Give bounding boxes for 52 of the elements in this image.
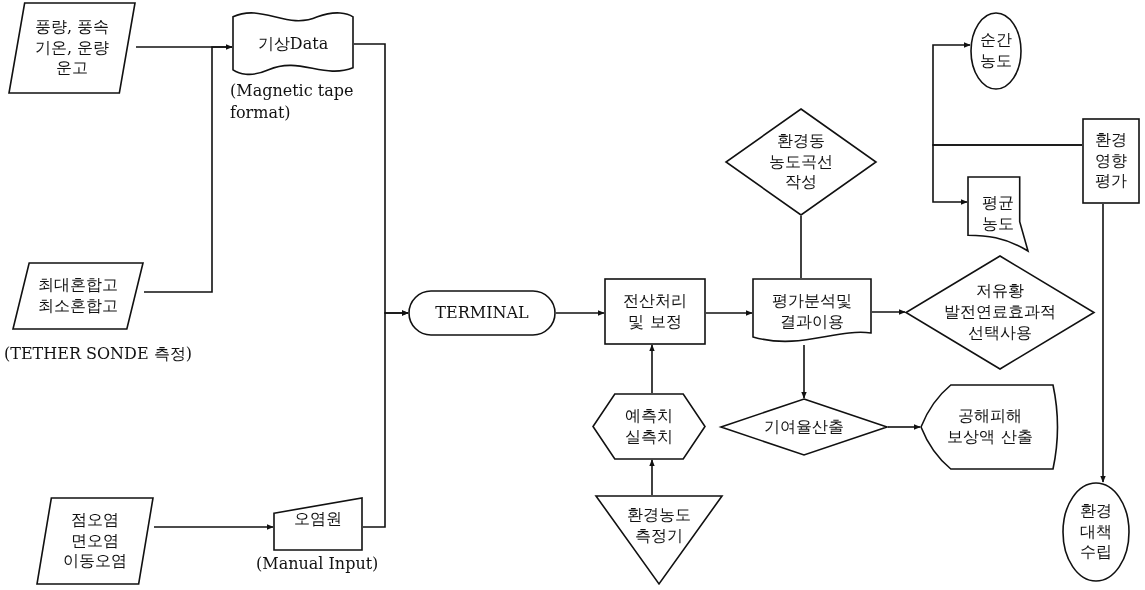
node-caption: (Magnetic tape format) [230, 80, 355, 124]
node-text: 점오염 면오염 이동오염 [62, 509, 128, 573]
arrow [153, 524, 274, 530]
connector-line [800, 215, 802, 279]
document-shape [967, 176, 1029, 252]
node-text: 저유황 발전연료효과적 선택사용 [943, 281, 1057, 344]
process-box [604, 278, 706, 345]
node-text: 평가분석및 결과이용 [771, 290, 853, 333]
display-shape [920, 384, 1060, 470]
document-shape [752, 278, 872, 345]
decision-diamond [905, 255, 1095, 370]
arrow [932, 144, 1083, 205]
arrow [649, 459, 655, 496]
arrow [1100, 203, 1106, 483]
arrow [649, 344, 655, 394]
node-text: 환경 대책 수립 [1079, 500, 1113, 564]
node-text: 환경동 농도곡선 작성 [768, 130, 834, 194]
triangle-shape [595, 495, 723, 585]
hexagon-shape [592, 393, 706, 460]
node-text: 예측치 실측치 [624, 405, 674, 448]
node-text: 최대혼합고 최소혼합고 [37, 275, 119, 317]
arrow [143, 44, 233, 293]
node-text: 풍량, 풍속 기온, 운량 운고 [33, 16, 111, 80]
arrow [705, 310, 753, 316]
process-box [1082, 118, 1140, 204]
note-text: (TETHER SONDE 측정) [4, 343, 193, 365]
node-text: 기상Data [257, 33, 329, 55]
ellipse-shape [970, 12, 1022, 90]
arrow [362, 310, 409, 528]
node-text: 오염원 [294, 509, 342, 530]
arrow [801, 344, 807, 399]
arrow [555, 310, 605, 316]
node-text: 평균 농도 [981, 193, 1015, 235]
manual-input-shape [273, 497, 363, 551]
ellipse-shape [1062, 482, 1130, 582]
arrow [871, 309, 906, 315]
decision-diamond [725, 108, 877, 216]
node-text: 환경농도 측정기 [626, 505, 692, 547]
node-caption: (Manual Input) [256, 553, 380, 575]
arrow [887, 424, 921, 430]
node-text: 전산처리 및 보정 [622, 290, 688, 333]
node-text: 기여율산출 [764, 416, 844, 438]
node-text: TERMINAL [435, 302, 529, 324]
node-text: 순간 농도 [979, 30, 1013, 72]
tape-shape [232, 10, 354, 78]
node-text: 환경 영향 평가 [1094, 129, 1128, 193]
input-parallelogram [12, 262, 144, 330]
terminal-shape [408, 290, 556, 336]
input-parallelogram [36, 497, 154, 585]
node-text: 공해피해 보상액 산출 [946, 406, 1034, 448]
input-parallelogram [8, 2, 136, 94]
decision-diamond [720, 398, 888, 456]
